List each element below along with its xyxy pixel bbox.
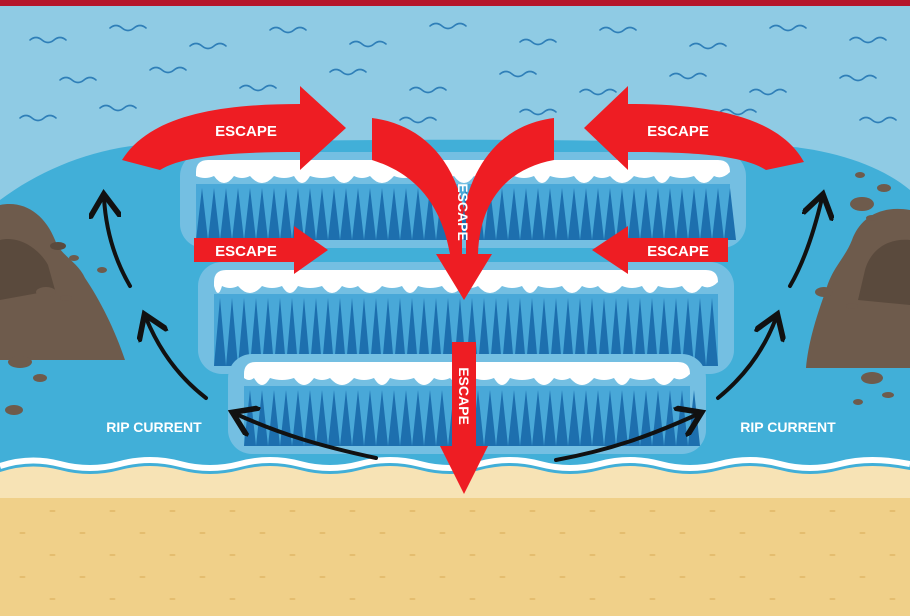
ripple	[269, 26, 307, 34]
ripple	[59, 76, 97, 84]
escape-arrow-center-down	[372, 118, 554, 300]
ripple	[409, 86, 447, 94]
escape-arrow-mid-left	[194, 226, 328, 274]
ripple	[859, 116, 897, 124]
ripple	[599, 26, 637, 34]
ripple	[579, 88, 617, 96]
top-red-bar	[0, 0, 910, 6]
ripple	[329, 68, 367, 76]
rip-arrow-right-middle	[716, 318, 776, 400]
sand-texture	[19, 510, 896, 600]
escape-arrow-top-right	[584, 86, 804, 170]
ripple	[519, 38, 557, 46]
ripple	[149, 66, 187, 74]
rip-arrow-left-top	[104, 198, 132, 288]
ripple	[189, 42, 227, 50]
ripple	[839, 74, 877, 82]
rip-arrow-left-middle	[146, 318, 208, 400]
rip-arrow-right-top	[788, 198, 822, 288]
rocks-right	[806, 172, 910, 405]
ripple	[239, 84, 277, 92]
escape-label-top-right: ESCAPE	[647, 123, 709, 140]
ripple	[399, 116, 437, 124]
rip-current-label-left: RIP CURRENT	[106, 419, 202, 435]
escape-label-mid-left: ESCAPE	[215, 243, 277, 260]
rip-arrow-left-bottom	[236, 414, 378, 460]
escape-label-mid-right: ESCAPE	[647, 243, 709, 260]
ripple	[689, 42, 727, 50]
escape-label-vertical-bottom: ESCAPE	[456, 367, 472, 425]
ripple	[429, 22, 467, 30]
sand	[0, 482, 910, 616]
escape-arrows	[122, 86, 804, 494]
ripple	[719, 108, 757, 116]
escape-arrow-top-left	[122, 86, 346, 170]
rocks-left	[0, 204, 125, 415]
ripple	[749, 88, 787, 96]
shoreline-wet	[0, 466, 910, 498]
ripple	[849, 36, 887, 44]
rip-arrow-right-bottom	[554, 414, 698, 462]
ripple	[769, 24, 807, 32]
ripple	[109, 24, 147, 32]
ripple	[349, 40, 387, 48]
ripple	[519, 108, 557, 116]
water-ripples	[19, 22, 897, 124]
escape-arrow-bottom-down	[440, 342, 488, 494]
ripple	[669, 72, 707, 80]
escape-label-top-left: ESCAPE	[215, 123, 277, 140]
escape-label-vertical-top: ESCAPE	[455, 183, 471, 241]
ripple	[99, 104, 137, 112]
rip-current-label-right: RIP CURRENT	[740, 419, 836, 435]
ripple	[29, 36, 67, 44]
escape-arrow-mid-right	[592, 226, 728, 274]
ripple	[499, 70, 537, 78]
rip-current-arrows	[104, 198, 822, 462]
ripple	[19, 114, 57, 122]
